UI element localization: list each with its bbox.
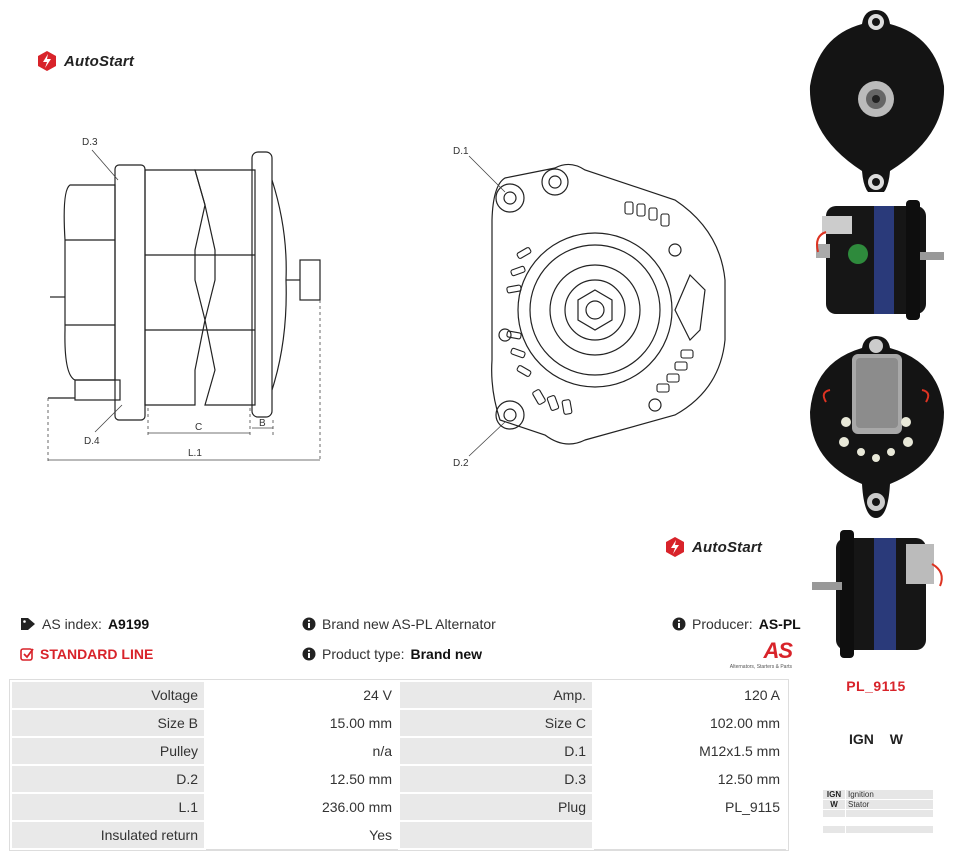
spec-value: 102.00 mm xyxy=(592,708,788,738)
spec-key: D.1 xyxy=(398,736,594,766)
spec-key: L.1 xyxy=(10,792,206,822)
spec-key: D.3 xyxy=(398,764,594,794)
label-b: B xyxy=(259,418,266,429)
spec-key xyxy=(398,820,594,850)
producer-logo-mark: AS xyxy=(763,638,793,663)
spec-value: 236.00 mm xyxy=(204,792,400,822)
product-type-label: Product type: xyxy=(322,646,405,662)
legend-code: IGN xyxy=(822,789,846,800)
label-c: C xyxy=(195,422,202,433)
info-icon xyxy=(302,647,316,661)
product-photo-side-2 xyxy=(806,524,948,664)
legend-row-empty xyxy=(822,817,934,826)
spec-value: 120 A xyxy=(592,680,788,710)
spec-key: Plug xyxy=(398,792,594,822)
logo-text: AutoStart xyxy=(64,52,135,70)
producer-label: Producer: xyxy=(692,616,753,632)
brand-logo: AutoStart xyxy=(36,50,134,72)
spec-value: 12.50 mm xyxy=(204,764,400,794)
plug-pin-ign: IGN xyxy=(849,731,874,747)
producer: Producer: AS-PL xyxy=(672,616,801,632)
side-view-drawing: D.3 D.4 C B L.1 xyxy=(47,137,321,462)
label-l1: L.1 xyxy=(188,448,202,459)
brand-new-info: Brand new AS-PL Alternator xyxy=(302,616,496,632)
legend-code: W xyxy=(822,799,846,810)
spec-value: Yes xyxy=(204,820,400,850)
brand-logo-secondary: AutoStart xyxy=(664,536,762,558)
spec-value: 24 V xyxy=(204,680,400,710)
spec-value: PL_9115 xyxy=(592,792,788,822)
spec-value: n/a xyxy=(204,736,400,766)
spec-key: Size C xyxy=(398,708,594,738)
check-square-icon xyxy=(20,648,34,661)
label-d4: D.4 xyxy=(84,436,100,447)
legend-desc: Ignition xyxy=(845,789,934,800)
label-d3: D.3 xyxy=(82,137,98,148)
as-index-label: AS index: xyxy=(42,616,102,632)
spec-value xyxy=(592,820,788,850)
standard-line-label: STANDARD LINE xyxy=(40,646,154,662)
legend-row-empty xyxy=(822,825,934,834)
front-view-drawing: D.1 D.2 xyxy=(453,146,726,469)
autostart-logo-icon xyxy=(666,537,684,557)
producer-value: AS-PL xyxy=(758,616,801,632)
producer-logo: AS Alternators, Starters & Parts xyxy=(716,638,793,671)
producer-logo-tagline: Alternators, Starters & Parts xyxy=(729,664,792,670)
product-type: Product type: Brand new xyxy=(302,646,482,662)
spec-key: Insulated return xyxy=(10,820,206,850)
product-photo-front xyxy=(806,332,948,520)
spec-value: M12x1.5 mm xyxy=(592,736,788,766)
tag-icon xyxy=(21,618,35,630)
product-photo-side xyxy=(806,192,948,328)
plug-pins: IGN W xyxy=(820,731,932,747)
spec-key: Size B xyxy=(10,708,206,738)
info-icon xyxy=(672,617,686,631)
label-d2: D.2 xyxy=(453,458,469,469)
standard-line: STANDARD LINE xyxy=(20,646,153,662)
legend-row-empty xyxy=(822,809,934,818)
legend-desc: Stator xyxy=(845,799,934,810)
spec-key: D.2 xyxy=(10,764,206,794)
spec-key: Voltage xyxy=(10,680,206,710)
brand-new-text: Brand new AS-PL Alternator xyxy=(322,616,496,632)
as-index-value: A9199 xyxy=(107,616,150,632)
spec-key: Amp. xyxy=(398,680,594,710)
as-index: AS index: A9199 xyxy=(20,616,149,632)
label-d1: D.1 xyxy=(453,146,469,157)
spec-value: 12.50 mm xyxy=(592,764,788,794)
plug-title: PL_9115 xyxy=(846,678,906,694)
info-icon xyxy=(302,617,316,631)
autostart-logo-icon xyxy=(38,51,56,71)
plug-pin-w: W xyxy=(889,731,903,747)
spec-key: Pulley xyxy=(10,736,206,766)
product-photo-rear xyxy=(806,6,948,196)
logo-text: AutoStart xyxy=(692,538,763,556)
product-type-value: Brand new xyxy=(410,646,483,662)
spec-value: 15.00 mm xyxy=(204,708,400,738)
